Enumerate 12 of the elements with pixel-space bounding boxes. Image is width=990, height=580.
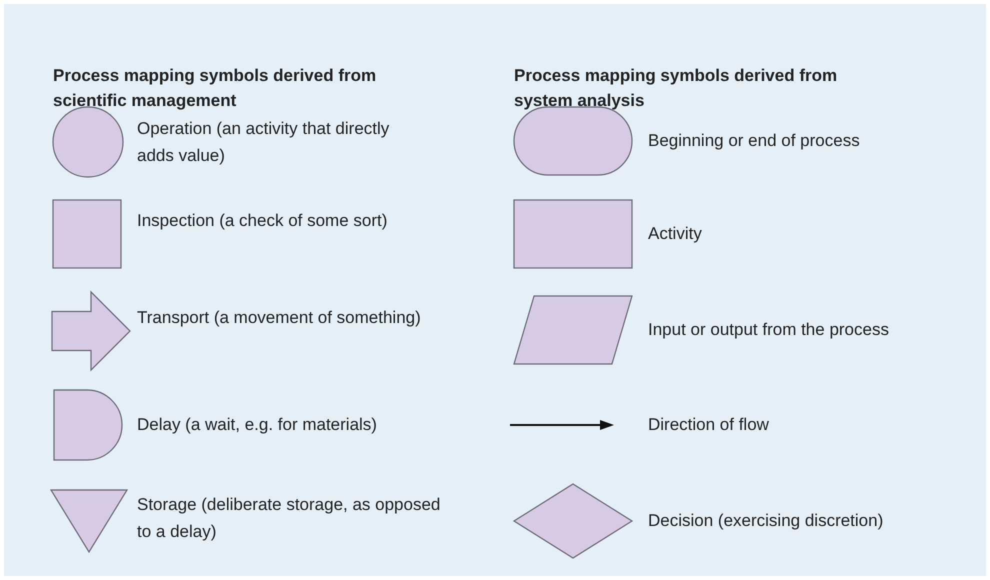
symbol-description: Delay (a wait, e.g. for materials) [137, 414, 378, 436]
symbol-description: Decision (exercising discretion) [648, 510, 884, 532]
symbol-description: Input or output from the process [648, 319, 890, 341]
symbol-description: Operation (an activity that directly adds value) [137, 118, 390, 167]
symbol-description: Beginning or end of process [648, 130, 861, 152]
section-heading: Process mapping symbols derived from system analysis [514, 65, 838, 112]
symbol-description: Inspection (a check of some sort) [137, 210, 388, 232]
symbol-description: Direction of flow [648, 414, 770, 436]
symbol-description: Transport (a movement of something) [137, 307, 422, 329]
section-heading: Process mapping symbols derived from scientific management [53, 65, 378, 112]
symbol-description: Storage (deliberate storage, as opposed to a delay) [137, 494, 442, 543]
symbol-description: Activity [648, 223, 703, 245]
